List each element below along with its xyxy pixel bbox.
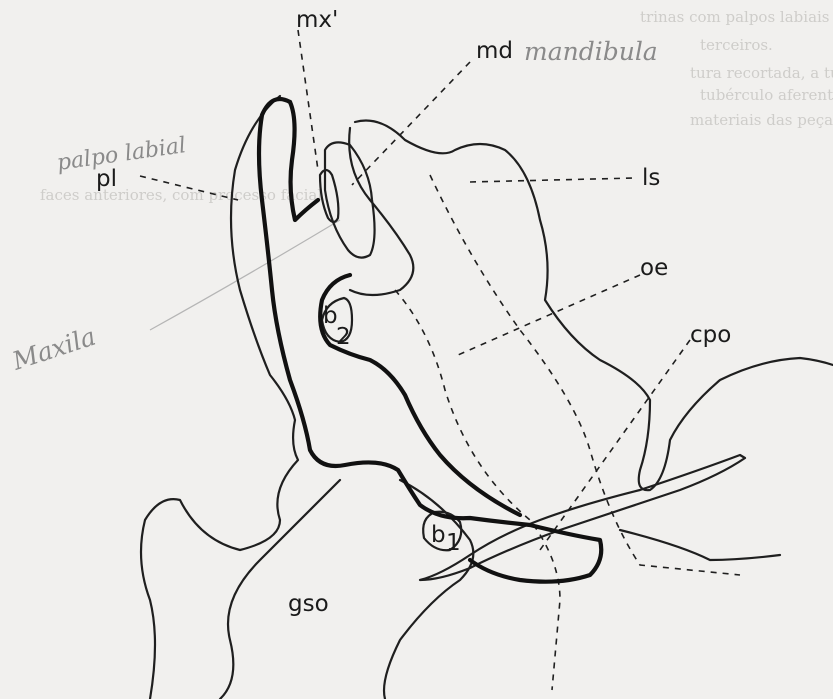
gso-outline-inner bbox=[220, 480, 340, 699]
bleed-line: trinas com palpos labiais e mandíbulas n… bbox=[640, 8, 833, 26]
bleed-line: materiais das peças bucais rudimentares … bbox=[690, 111, 833, 129]
gso-outline-right bbox=[384, 480, 473, 699]
annotation-mandibula: mandibula bbox=[524, 37, 658, 66]
leader-cpo bbox=[540, 340, 690, 550]
annotation-palpo-labial: palpo labial bbox=[55, 133, 187, 176]
label-md: md bbox=[476, 38, 513, 64]
bleed-line: faces anteriores, com processo facial bbox=[40, 186, 322, 204]
bleed-line: tura recortada, a tubérculo facial com d… bbox=[690, 64, 833, 82]
leader-mx1 bbox=[298, 30, 318, 170]
bleed-through-text: trinas com palpos labiais e mandíbulas n… bbox=[40, 8, 833, 204]
leader-lines bbox=[140, 30, 740, 690]
label-oe: oe bbox=[640, 255, 668, 281]
pencil-guide-line bbox=[150, 220, 340, 330]
label-b2-subscript: 2 bbox=[336, 324, 351, 350]
label-b1-subscript: 1 bbox=[446, 530, 461, 556]
leader-ls bbox=[470, 178, 635, 182]
maxilla-tip bbox=[320, 170, 338, 222]
bleed-line: terceiros. bbox=[700, 36, 773, 54]
label-gso: gso bbox=[288, 591, 329, 617]
annotation-maxila: Maxila bbox=[8, 322, 99, 376]
inner-thick-line bbox=[320, 275, 520, 515]
dashed-outline-right bbox=[430, 175, 740, 575]
label-b1: b bbox=[431, 522, 446, 548]
leader-md bbox=[352, 62, 470, 185]
mandible-inner-outline bbox=[349, 128, 413, 295]
leader-oe bbox=[458, 275, 640, 355]
label-ls: ls bbox=[642, 165, 660, 191]
labels: mx' md ls pl oe cpo b 2 b 1 gso bbox=[96, 7, 731, 617]
label-cpo: cpo bbox=[690, 322, 731, 348]
bleed-line: tubérculo aferente com tubérculo oral e … bbox=[700, 86, 833, 104]
lower-right-outline bbox=[620, 530, 780, 560]
label-mx1: mx' bbox=[296, 7, 338, 33]
